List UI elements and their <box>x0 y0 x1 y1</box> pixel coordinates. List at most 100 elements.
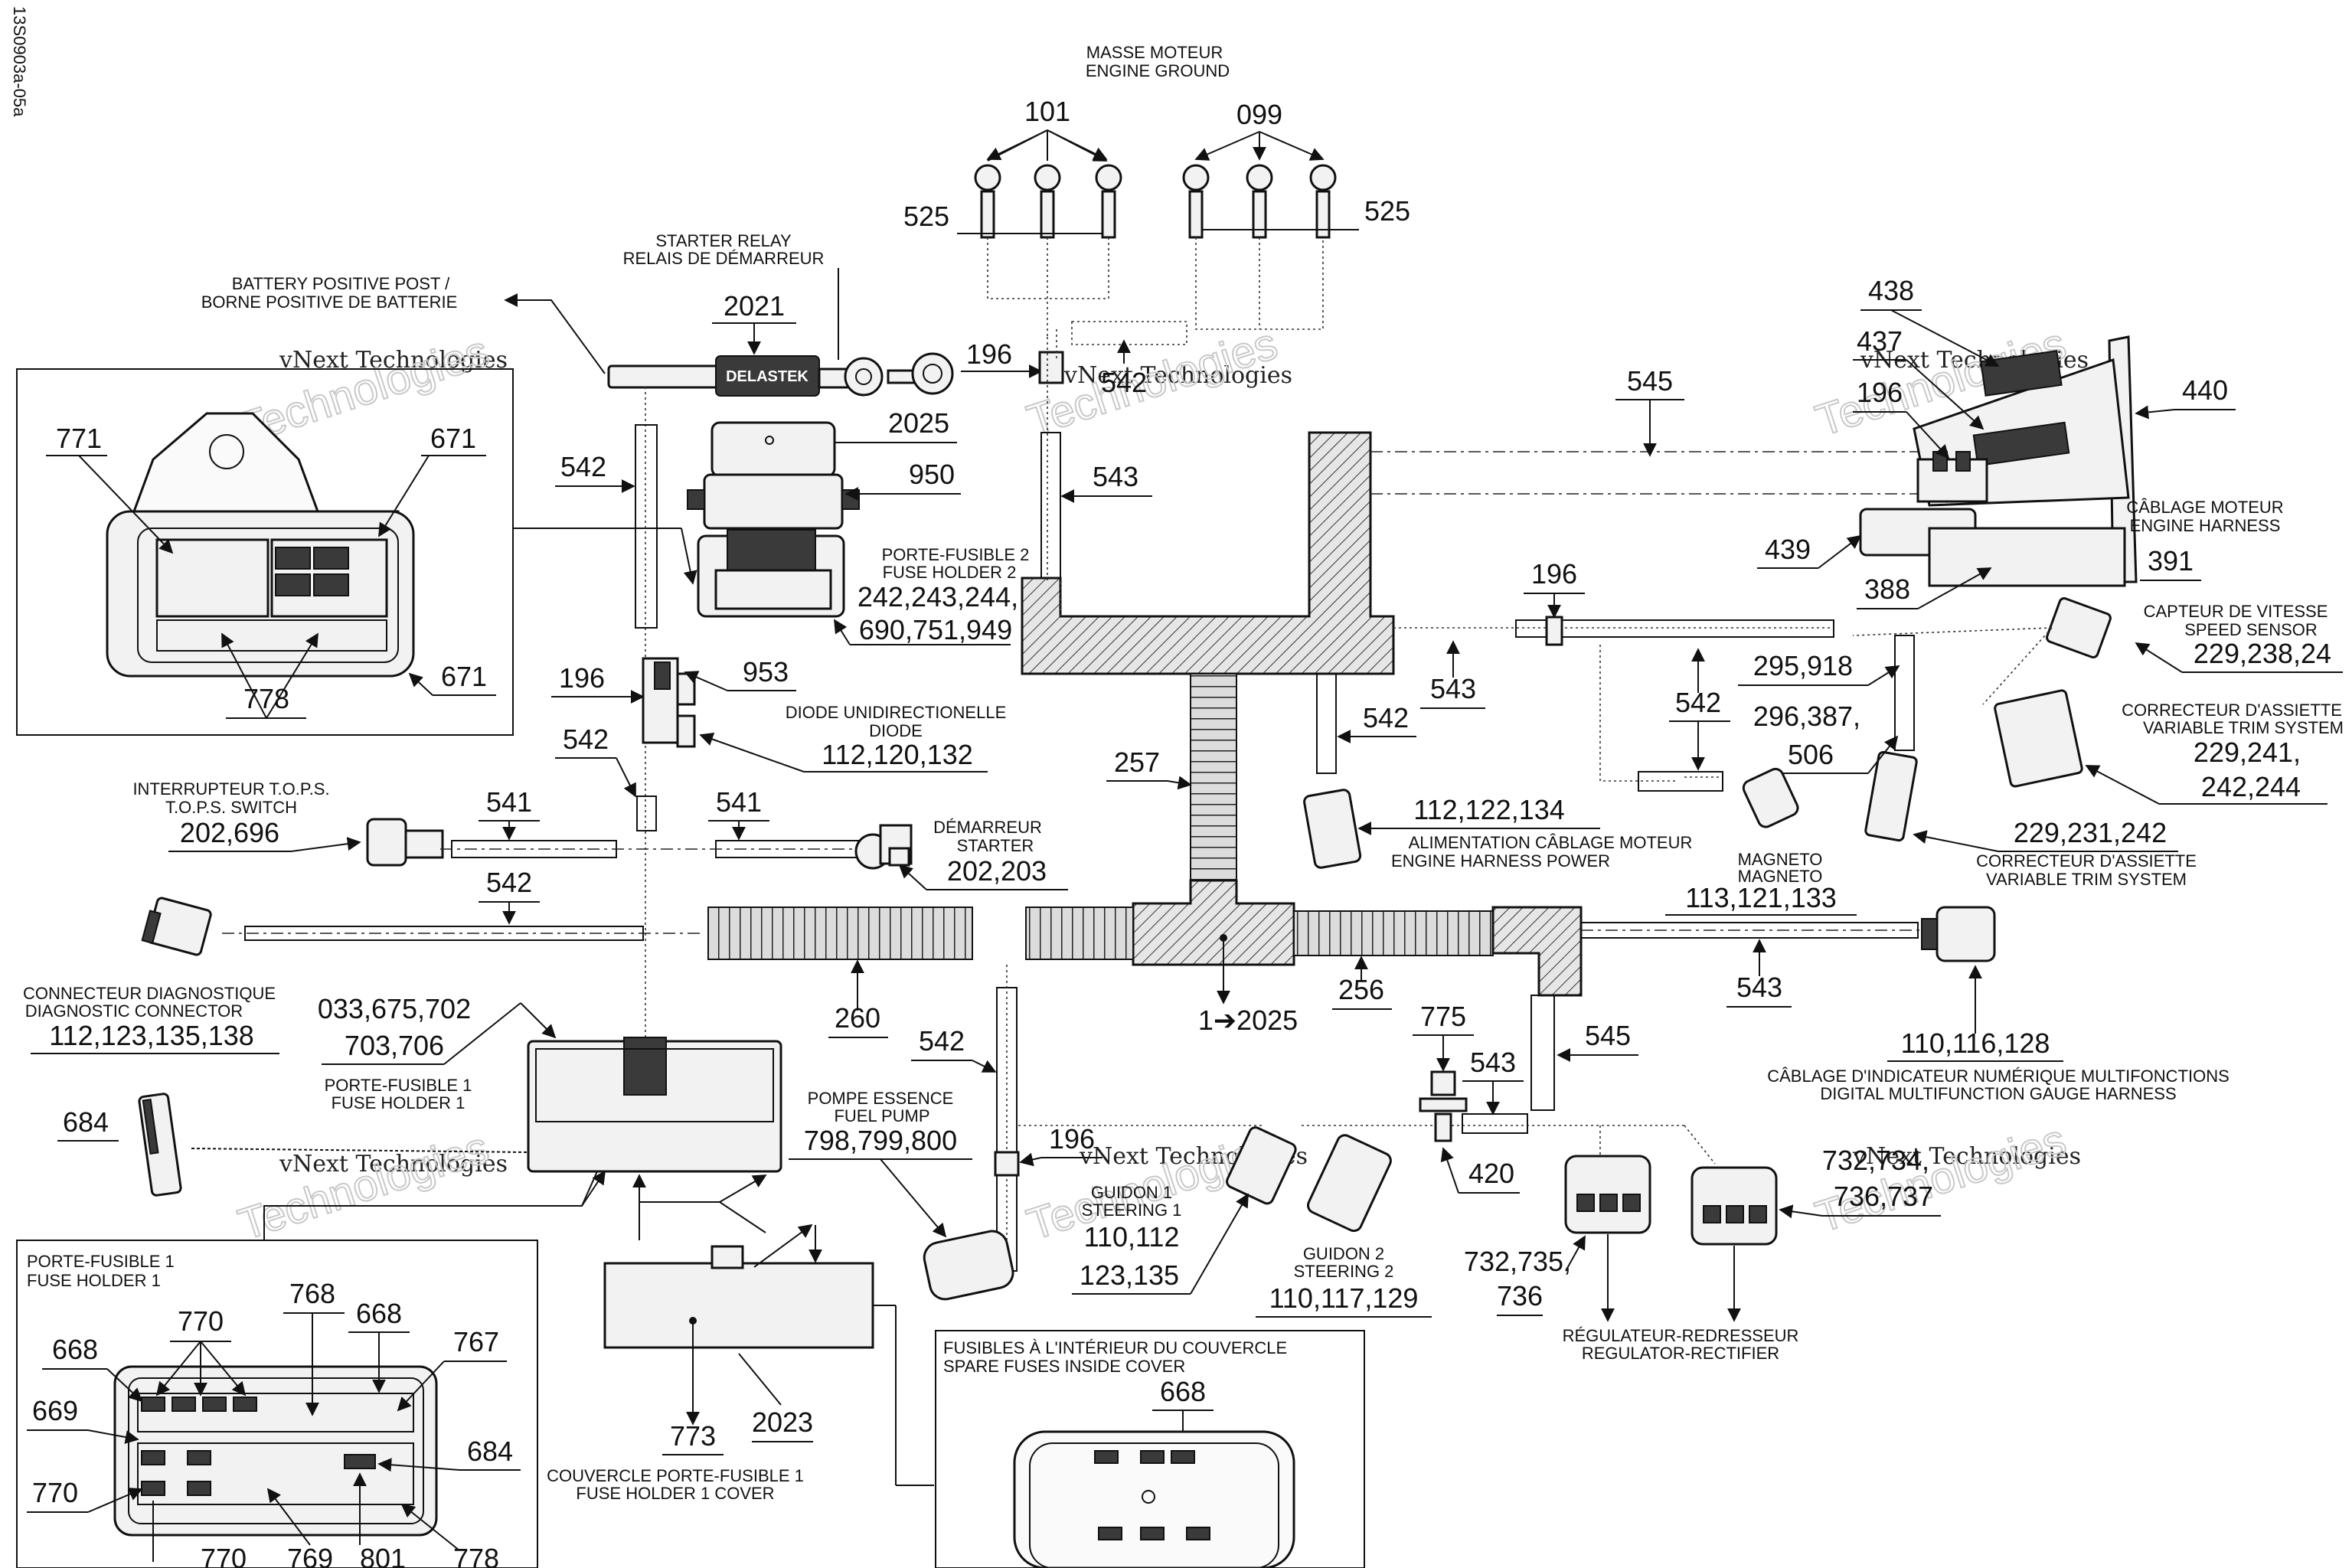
callout-541-right: 541 <box>716 786 762 818</box>
tops-label-fr: INTERRUPTEUR T.O.P.S. <box>132 779 329 799</box>
callout-099: 099 <box>1236 99 1282 130</box>
callout-196-diode: 196 <box>559 662 605 694</box>
trim2-label-en: VARIABLE TRIM SYSTEM <box>1986 870 2187 889</box>
callout-196-harness-top: 196 <box>1857 377 1903 408</box>
fuse-holder-1-group: 033,675,702 703,706 PORTE-FUSIBLE 1 FUSE… <box>57 993 782 1240</box>
watermark-text: Technologies <box>1810 1115 2072 1242</box>
battery-post-label-en: BATTERY POSITIVE POST / <box>232 274 450 293</box>
callout-438: 438 <box>1868 275 1914 306</box>
tops-starter-group: INTERRUPTEUR T.O.P.S. T.O.P.S. SWITCH 20… <box>132 779 1068 890</box>
spare-fuses-label-fr: FUSIBLES À L'INTÉRIEUR DU COUVERCLE <box>943 1338 1287 1357</box>
callout-202-203: 202,203 <box>947 855 1047 887</box>
callout-771: 771 <box>56 423 102 454</box>
regulator-group: 545 775 543 420 732,735, 736 732,734, 73… <box>1302 995 1941 1363</box>
cover-label-en: FUSE HOLDER 1 COVER <box>576 1484 774 1503</box>
fuse-holder-2-group: 2025 950 PORTE-FUSIBLE 2 FUSE HOLDER 2 2… <box>687 407 1029 645</box>
callout-295-918: 295,918 <box>1753 650 1853 681</box>
trim2-label-fr: CORRECTEUR D'ASSIETTE <box>1976 851 2197 871</box>
guidon2-label-en: STEERING 2 <box>1294 1262 1394 1281</box>
callout-703-706: 703,706 <box>345 1030 444 1061</box>
diagnostic-label-en: DIAGNOSTIC CONNECTOR <box>25 1001 243 1021</box>
callout-388: 388 <box>1864 573 1910 605</box>
callout-732-734: 732,734, <box>1822 1145 1929 1176</box>
callout-684-left: 684 <box>63 1106 109 1138</box>
callout-684-detail: 684 <box>467 1436 513 1467</box>
callout-525-left: 525 <box>903 201 949 232</box>
diode-group: 542 953 196 DIODE UNIDIRECTIONELLE DIODE… <box>551 387 1006 1041</box>
callout-950: 950 <box>909 459 955 490</box>
harness-power-label-en: ENGINE HARNESS POWER <box>1391 851 1610 871</box>
callout-296-387: 296,387, <box>1753 701 1860 732</box>
callout-033-675-702: 033,675,702 <box>318 993 471 1024</box>
callout-690-751-949: 690,751,949 <box>859 614 1012 645</box>
callout-769: 769 <box>287 1543 333 1568</box>
callout-110-112: 110,112 <box>1084 1221 1180 1253</box>
watermark-text: vNext Technologies <box>279 1151 508 1178</box>
regulator-label-en: REGULATOR-RECTIFIER <box>1582 1344 1779 1363</box>
callout-545-top: 545 <box>1627 365 1673 397</box>
callout-798-799-800: 798,799,800 <box>804 1125 957 1156</box>
callout-229-238-24: 229,238,24 <box>2194 638 2331 669</box>
callout-770-bottom: 770 <box>201 1543 247 1568</box>
starter-relay-label-en: STARTER RELAY <box>655 231 792 250</box>
trim-label-fr: CORRECTEUR D'ASSIETTE <box>2122 701 2342 720</box>
callout-542-top: 542 <box>1101 367 1147 398</box>
callout-545-low: 545 <box>1585 1020 1631 1051</box>
callout-437: 437 <box>1857 325 1903 357</box>
guidon2-label-fr: GUIDON 2 <box>1303 1244 1384 1263</box>
callout-542-diag: 542 <box>486 867 532 898</box>
magneto-label-fr: MAGNETO <box>1738 850 1823 869</box>
harness-power-label-fr: ALIMENTATION CÂBLAGE MOTEUR <box>1409 833 1693 852</box>
callout-732-735: 732,735, <box>1464 1246 1571 1277</box>
starter-label-fr: DÉMARREUR <box>933 818 1042 837</box>
tops-label-en: T.O.P.S. SWITCH <box>165 798 297 817</box>
callout-953: 953 <box>743 656 789 688</box>
speed-sensor-label-fr: CAPTEUR DE VITESSE <box>2144 602 2328 621</box>
watermark-text: vNext Technologies <box>1063 362 1292 389</box>
callout-110-117-129: 110,117,129 <box>1269 1282 1419 1314</box>
callout-668-topright: 668 <box>356 1298 402 1329</box>
detail-label-fr: PORTE-FUSIBLE 1 <box>27 1252 175 1271</box>
engine-ground-label-en: ENGINE GROUND <box>1086 61 1230 80</box>
callout-112-122-134: 112,122,134 <box>1413 794 1565 825</box>
callout-767: 767 <box>453 1326 499 1357</box>
engine-harness-label-en: ENGINE HARNESS <box>2130 516 2281 535</box>
gauge-harness-group: 110,116,128 CÂBLAGE D'INDICATEUR NUMÉRIQ… <box>1767 906 2230 1103</box>
diode-label-fr: DIODE UNIDIRECTIONELLE <box>786 703 1007 722</box>
callout-196-relay: 196 <box>966 338 1012 370</box>
callout-668-spare: 668 <box>1160 1376 1206 1407</box>
callout-391: 391 <box>2148 545 2194 577</box>
engine-harness-label-fr: CÂBLAGE MOTEUR <box>2126 498 2283 517</box>
callout-257: 257 <box>1114 746 1160 778</box>
relay-brand: DELASTEK <box>726 368 808 385</box>
callout-506: 506 <box>1788 739 1834 770</box>
starter-label-en: STARTER <box>957 836 1034 855</box>
callout-2021: 2021 <box>724 290 785 322</box>
convoluted-tubing: 257 260 256 1➔2025 543 <box>707 673 1922 1038</box>
callout-439: 439 <box>1765 534 1811 565</box>
callout-113-121-133: 113,121,133 <box>1685 882 1837 913</box>
callout-736-left: 736 <box>1497 1280 1543 1312</box>
fuse-holder-1-detail: PORTE-FUSIBLE 1 FUSE HOLDER 1 768 770 66… <box>16 1240 538 1568</box>
fuse-holder-1-label-en: FUSE HOLDER 1 <box>332 1093 466 1112</box>
watermark: vNext Technologies Technologies vNext Te… <box>232 318 2089 1250</box>
callout-770-left: 770 <box>32 1477 78 1508</box>
callout-671-top: 671 <box>430 423 476 454</box>
callout-202-696: 202,696 <box>180 817 279 848</box>
guidon1-label-en: STEERING 1 <box>1082 1200 1182 1220</box>
fuse-holder-2-detail: 771 671 671 778 <box>16 368 697 736</box>
callout-2025: 2025 <box>888 407 949 439</box>
callout-542-lower: 542 <box>1363 702 1409 733</box>
diagnostic-connector-group: 542 CONNECTEUR DIAGNOSTIQUE DIAGNOSTIC C… <box>23 867 704 1054</box>
callout-543-top: 543 <box>1093 461 1138 492</box>
callout-541-left: 541 <box>486 786 532 818</box>
callout-770-top: 770 <box>178 1305 224 1337</box>
ring-terminal-icon <box>974 164 1337 239</box>
callout-2023: 2023 <box>752 1406 813 1438</box>
callout-525-right: 525 <box>1364 195 1410 227</box>
callout-112-120-132: 112,120,132 <box>822 739 973 770</box>
callout-543-mid: 543 <box>1430 673 1476 704</box>
callout-542-pump: 542 <box>919 1025 965 1057</box>
callout-196-harness: 196 <box>1531 558 1577 590</box>
